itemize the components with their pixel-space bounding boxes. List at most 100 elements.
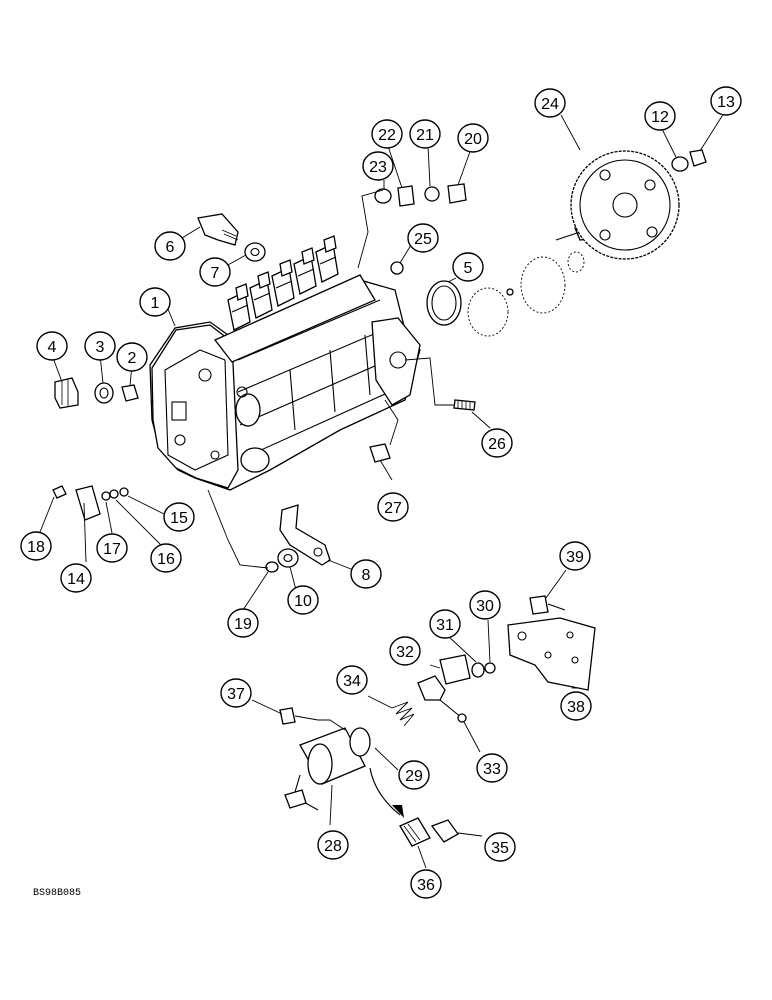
callout-bubble: [96, 533, 128, 563]
callout-25: 25: [407, 223, 439, 253]
callout-24: 24: [534, 88, 566, 118]
plug-kit: [374, 183, 467, 275]
callout-number: 10: [294, 593, 312, 610]
callout-bubble: [350, 559, 382, 589]
callout-21: 21: [409, 119, 441, 149]
delivery-valve-holders: [213, 235, 376, 363]
callout-5: 5: [452, 252, 484, 282]
callout-33: 33: [476, 753, 508, 783]
callout-bubble: [644, 101, 676, 131]
nut: [369, 443, 391, 463]
callout-28: 28: [317, 830, 349, 860]
callout-number: 16: [157, 551, 175, 568]
callout-bubble: [560, 691, 592, 721]
callout-1: 1: [139, 287, 171, 317]
callout-2: 2: [116, 342, 148, 372]
callout-number: 12: [651, 109, 669, 126]
callout-30: 30: [469, 590, 501, 620]
solenoid-bracket: [507, 617, 596, 691]
callout-bubble: [84, 331, 116, 361]
callout-number: 38: [567, 699, 585, 716]
drive-assembly: [426, 225, 597, 337]
callout-bubble: [481, 428, 513, 458]
callout-20: 20: [457, 123, 489, 153]
callout-bubble: [371, 119, 403, 149]
callout-number: 17: [103, 541, 121, 558]
callout-number: 14: [67, 571, 85, 588]
spring: [391, 701, 415, 727]
callout-bubble: [317, 830, 349, 860]
callout-14: 14: [60, 563, 92, 593]
callout-bubble: [559, 541, 591, 571]
callout-bubble: [410, 869, 442, 899]
callout-35: 35: [484, 832, 516, 862]
callout-number: 31: [436, 617, 454, 634]
callout-number: 21: [416, 127, 434, 144]
callout-number: 23: [369, 159, 387, 176]
banjo-fitting: [197, 213, 239, 246]
callout-bubble: [377, 492, 409, 522]
callout-bubble: [389, 636, 421, 666]
callout-bubble: [199, 257, 231, 287]
callout-12: 12: [644, 101, 676, 131]
callout-number: 32: [396, 644, 414, 661]
callout-bubble: [20, 531, 52, 561]
callout-39: 39: [559, 541, 591, 571]
callout-bubble: [476, 753, 508, 783]
callout-number: 26: [488, 436, 506, 453]
washer: [94, 382, 114, 404]
callout-number: 30: [476, 598, 494, 615]
callout-number: 20: [464, 131, 482, 148]
callout-number: 24: [541, 96, 559, 113]
callout-10: 10: [287, 585, 319, 615]
callout-27: 27: [377, 492, 409, 522]
callout-number: 6: [166, 239, 175, 256]
callout-number: 33: [483, 761, 501, 778]
callout-number: 7: [211, 265, 220, 282]
callout-number: 2: [128, 350, 137, 367]
solenoid-bolt: [279, 707, 319, 725]
callout-bubble: [220, 678, 252, 708]
callout-bubble: [139, 287, 171, 317]
callout-number: 29: [405, 768, 423, 785]
callout-18: 18: [20, 531, 52, 561]
callout-34: 34: [336, 665, 368, 695]
callout-3: 3: [84, 331, 116, 361]
callout-number: 27: [384, 500, 402, 517]
callout-number: 35: [491, 840, 509, 857]
callout-bubble: [287, 585, 319, 615]
direction-arrow: [369, 767, 404, 818]
bolt: [529, 595, 566, 615]
callout-number: 22: [378, 127, 396, 144]
callout-bubble: [409, 119, 441, 149]
callout-number: 3: [96, 339, 105, 356]
callout-number: 13: [717, 94, 735, 111]
callout-15: 15: [163, 502, 195, 532]
callout-number: 5: [464, 260, 473, 277]
callout-bubble: [116, 342, 148, 372]
callout-37: 37: [220, 678, 252, 708]
callout-bubble: [163, 502, 195, 532]
callout-number: 28: [324, 838, 342, 855]
callout-29: 29: [398, 760, 430, 790]
callout-6: 6: [154, 231, 186, 261]
callout-8: 8: [350, 559, 382, 589]
callout-number: 36: [417, 877, 435, 894]
callout-number: 4: [48, 339, 57, 356]
fuel-shutoff-solenoid: [284, 727, 371, 811]
callout-number: 37: [227, 686, 245, 703]
callout-7: 7: [199, 257, 231, 287]
linkage-small-parts: [52, 485, 129, 521]
callout-17: 17: [96, 533, 128, 563]
callout-bubble: [484, 832, 516, 862]
callout-bubble: [154, 231, 186, 261]
callout-19: 19: [227, 608, 259, 638]
callout-4: 4: [36, 331, 68, 361]
callout-23: 23: [362, 151, 394, 181]
callout-bubble: [336, 665, 368, 695]
callout-bubble: [150, 543, 182, 573]
callout-16: 16: [150, 543, 182, 573]
callout-bubble: [469, 590, 501, 620]
callout-32: 32: [389, 636, 421, 666]
